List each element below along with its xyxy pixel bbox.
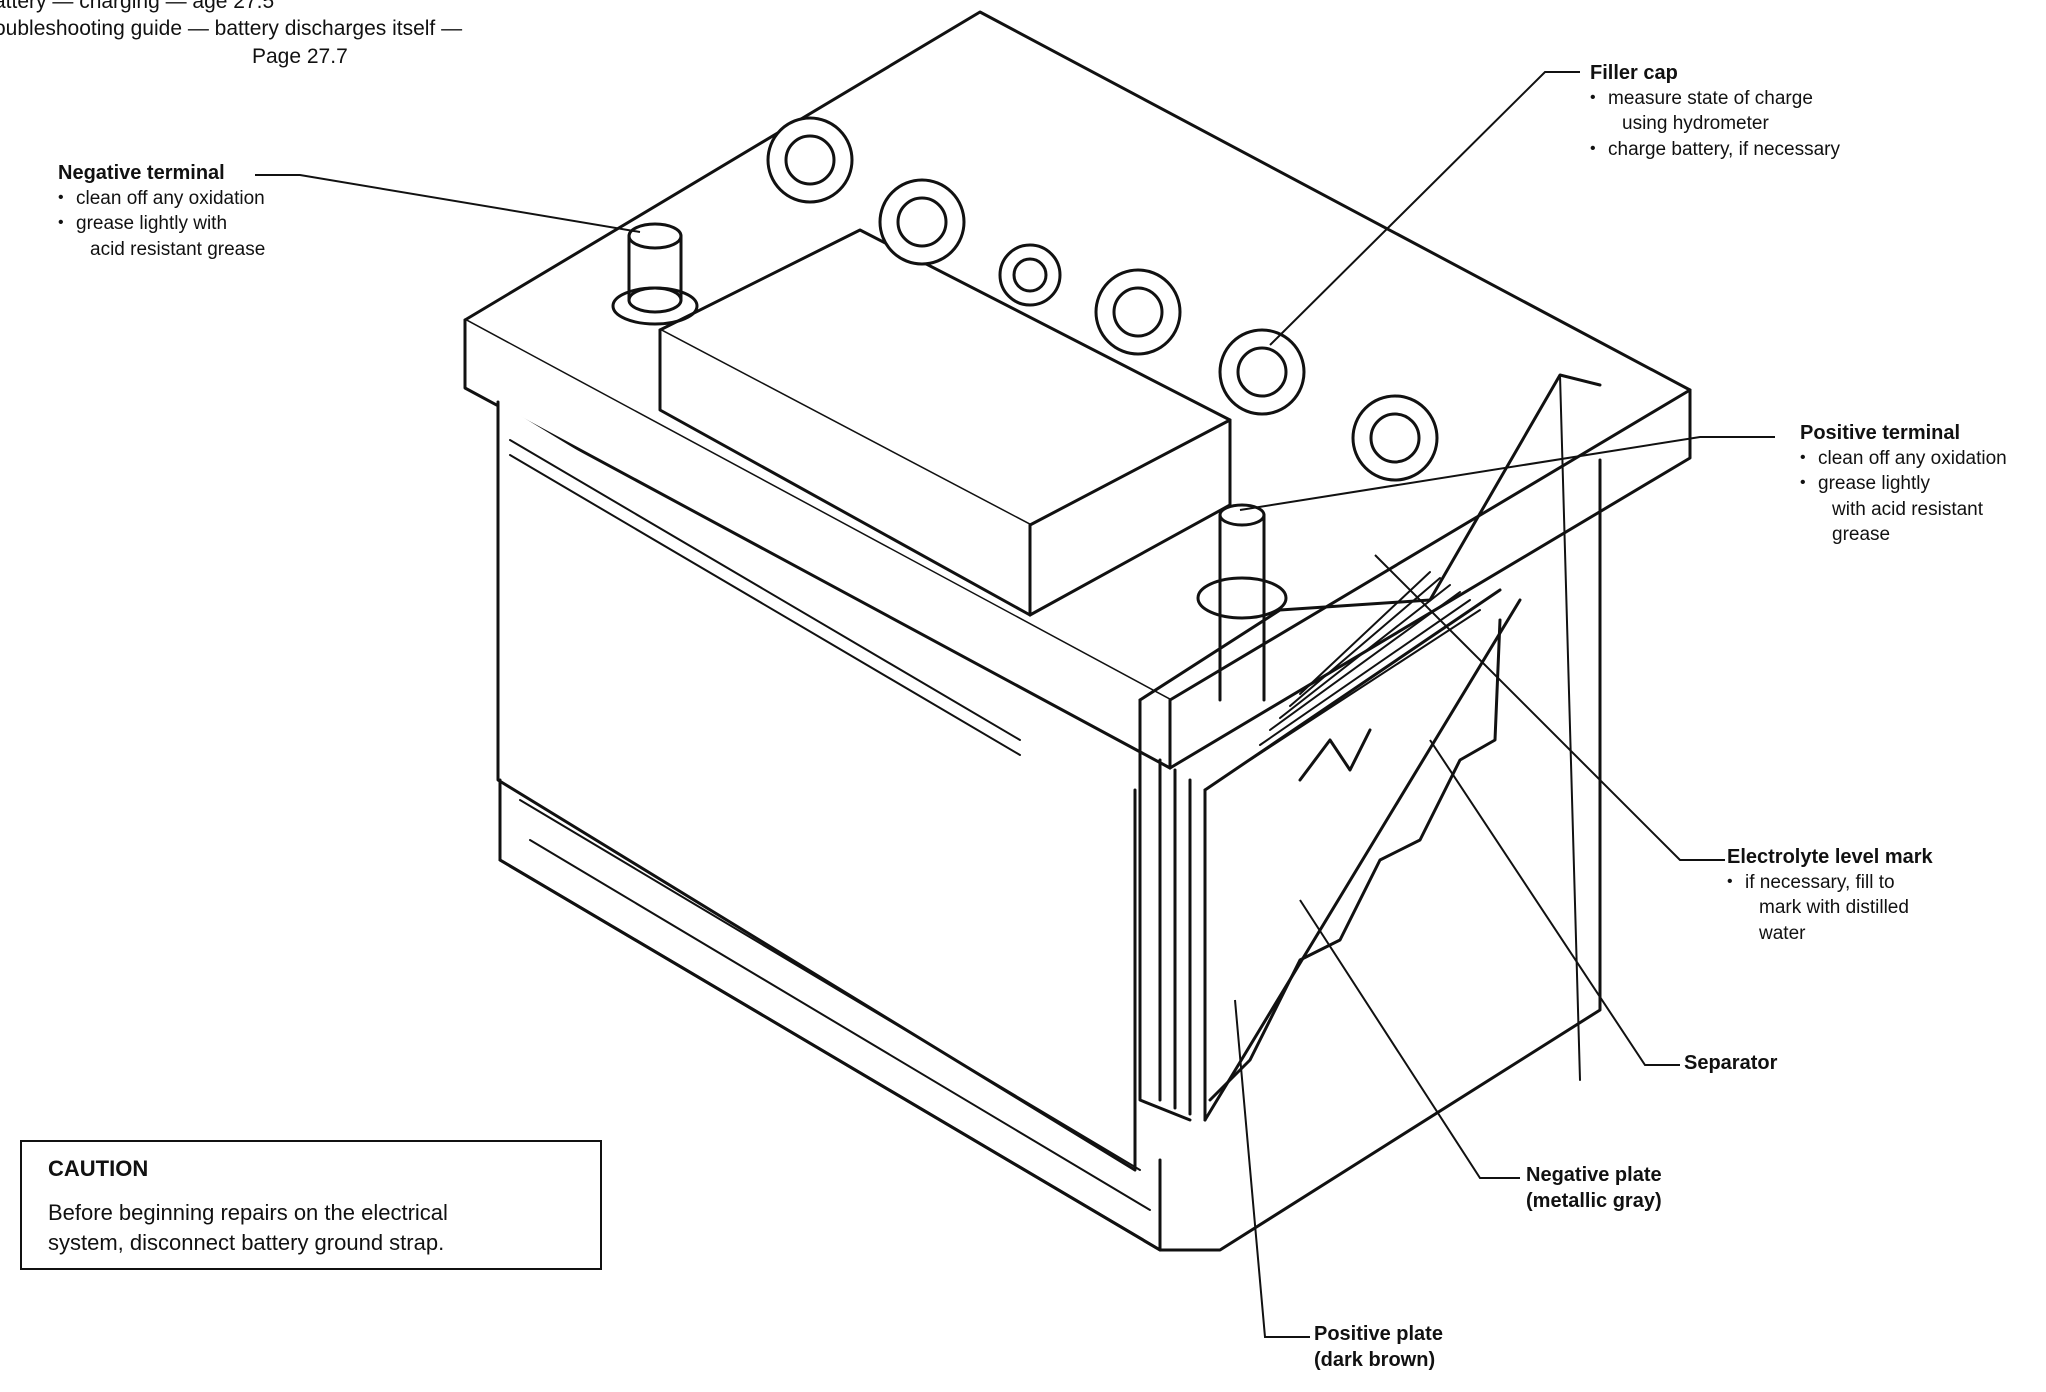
header-line-3: Page 27.7 bbox=[252, 44, 348, 68]
positive-terminal-item-1: clean off any oxidation bbox=[1800, 446, 2007, 471]
leader-filler-cap bbox=[1269, 71, 1580, 346]
label-negative-terminal: Negative terminal clean off any oxidatio… bbox=[58, 160, 265, 262]
positive-terminal-item-2-cont-2: grease bbox=[1832, 523, 1891, 545]
caution-line-2: system, disconnect battery ground strap. bbox=[48, 1229, 445, 1255]
separator-title: Separator bbox=[1684, 1052, 1778, 1074]
filler-cap-item-1-cont: using hydrometer bbox=[1622, 113, 1769, 135]
negative-plate-sub: (metallic gray) bbox=[1526, 1190, 1662, 1213]
positive-terminal-item-2-cont-1: with acid resistant bbox=[1832, 498, 1984, 520]
positive-plate-title: Positive plate bbox=[1314, 1323, 1443, 1345]
negative-terminal-title: Negative terminal bbox=[58, 162, 225, 184]
positive-terminal-item-2: grease lightly bbox=[1800, 471, 2007, 496]
negative-terminal-item-1: clean off any oxidation bbox=[58, 186, 265, 211]
negative-terminal-item-2-cont: acid resistant grease bbox=[90, 238, 266, 260]
header-line-2: oubleshooting guide — battery discharges… bbox=[0, 17, 463, 41]
leader-negative-plate bbox=[1299, 899, 1520, 1179]
filler-cap-item-2: charge battery, if necessary bbox=[1590, 137, 1840, 162]
electrolyte-title: Electrolyte level mark bbox=[1727, 846, 1933, 868]
positive-terminal-title: Positive terminal bbox=[1800, 422, 1961, 444]
label-positive-terminal: Positive terminal clean off any oxidatio… bbox=[1800, 420, 2007, 547]
leader-negative-terminal bbox=[255, 174, 641, 233]
filler-cap-item-1: measure state of charge bbox=[1590, 86, 1840, 111]
battery-lid-front bbox=[463, 318, 1172, 770]
label-positive-plate: Positive plate (dark brown) bbox=[1314, 1321, 1443, 1374]
electrolyte-item-1-cont-1: mark with distilled bbox=[1759, 897, 1909, 919]
caution-line-1: Before beginning repairs on the electric… bbox=[48, 1200, 448, 1225]
negative-plate-title: Negative plate bbox=[1526, 1164, 1662, 1186]
cross-reference-header: attery — charging — age 27.5 oubleshooti… bbox=[0, 0, 462, 70]
filler-cap-title: Filler cap bbox=[1590, 62, 1678, 84]
leader-positive-terminal bbox=[1239, 436, 1775, 511]
filler-caps bbox=[766, 116, 1439, 482]
caution-title: CAUTION bbox=[48, 1156, 149, 1181]
label-separator: Separator bbox=[1684, 1050, 1777, 1076]
electrolyte-item-1-cont-2: water bbox=[1759, 922, 1806, 944]
leader-positive-plate bbox=[1234, 999, 1310, 1338]
electrolyte-item-1: if necessary, fill to bbox=[1727, 870, 1933, 895]
positive-plate-sub: (dark brown) bbox=[1314, 1349, 1436, 1372]
label-electrolyte-level-mark: Electrolyte level mark if necessary, fil… bbox=[1727, 844, 1933, 946]
caution-box: CAUTION Before beginning repairs on the … bbox=[20, 1140, 602, 1270]
negative-terminal-post bbox=[611, 222, 699, 326]
leader-electrolyte bbox=[1374, 554, 1725, 861]
header-line-1: attery — charging — age 27.5 bbox=[0, 0, 275, 13]
negative-terminal-item-2: grease lightly with bbox=[58, 211, 265, 236]
label-filler-cap: Filler cap measure state of charge using… bbox=[1590, 60, 1840, 162]
label-negative-plate: Negative plate (metallic gray) bbox=[1526, 1162, 1662, 1215]
battery-lid-side bbox=[1168, 388, 1692, 770]
battery-case-front bbox=[496, 400, 1137, 1172]
leader-separator bbox=[1429, 739, 1680, 1066]
positive-terminal-post bbox=[1196, 503, 1288, 702]
plates bbox=[1158, 571, 1522, 1122]
